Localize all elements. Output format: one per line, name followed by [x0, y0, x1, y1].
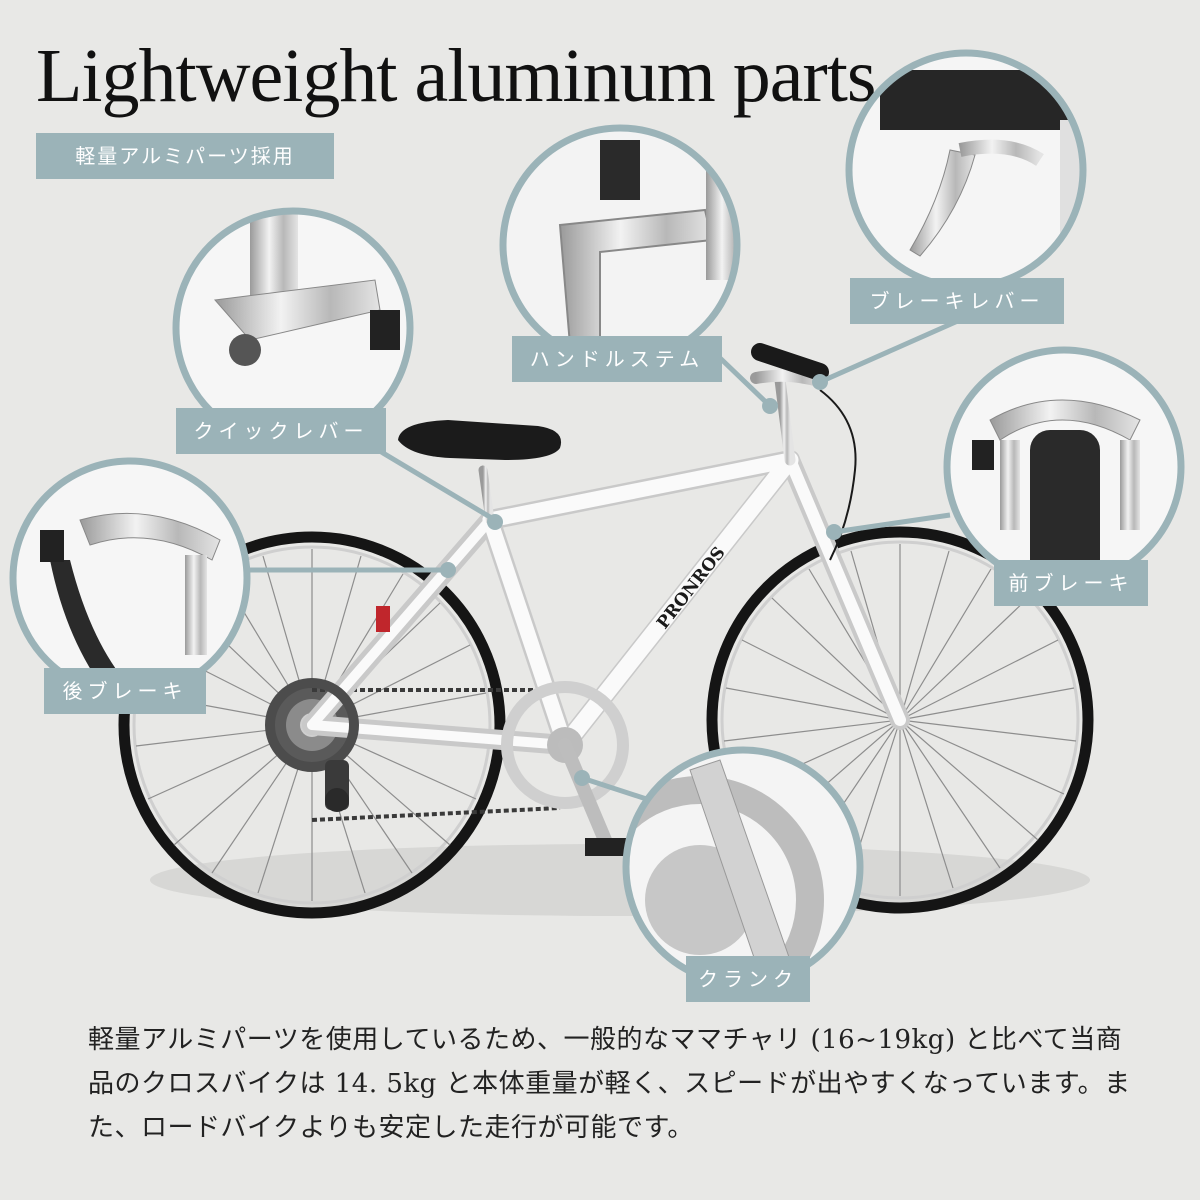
saddle: [398, 420, 562, 460]
crankset: [501, 681, 629, 856]
rear-brake-photo: [9, 457, 251, 699]
rear-derailleur: [265, 678, 359, 812]
callout-dots: [440, 374, 842, 786]
label-rear-brake: 後ブレーキ: [44, 668, 206, 714]
label-brake-lever: ブレーキレバー: [850, 278, 1064, 324]
page-subtitle: 軽量アルミパーツ採用: [36, 133, 334, 179]
bike-frame: [302, 374, 910, 755]
rear-reflector: [376, 606, 390, 632]
label-quick-lever: クイックレバー: [176, 408, 386, 454]
crank-photo: [622, 746, 864, 988]
front-brake-photo: [943, 346, 1185, 588]
page-title: Lightweight aluminum parts: [36, 34, 876, 118]
callout-lines: [246, 317, 962, 813]
label-crank: クランク: [686, 956, 810, 1002]
brake-lever-photo: [845, 49, 1087, 291]
label-handle-stem: ハンドルステム: [512, 336, 722, 382]
quick-lever-photo: [172, 207, 414, 449]
front-wheel: [706, 526, 1094, 914]
description-text: 軽量アルミパーツを使用しているため、一般的なママチャリ (16~19kg) と比…: [88, 1025, 1131, 1143]
label-front-brake: 前ブレーキ: [994, 560, 1148, 606]
frame-brand-logo: PRONROS: [653, 543, 729, 633]
handle-stem-photo: [499, 124, 741, 366]
